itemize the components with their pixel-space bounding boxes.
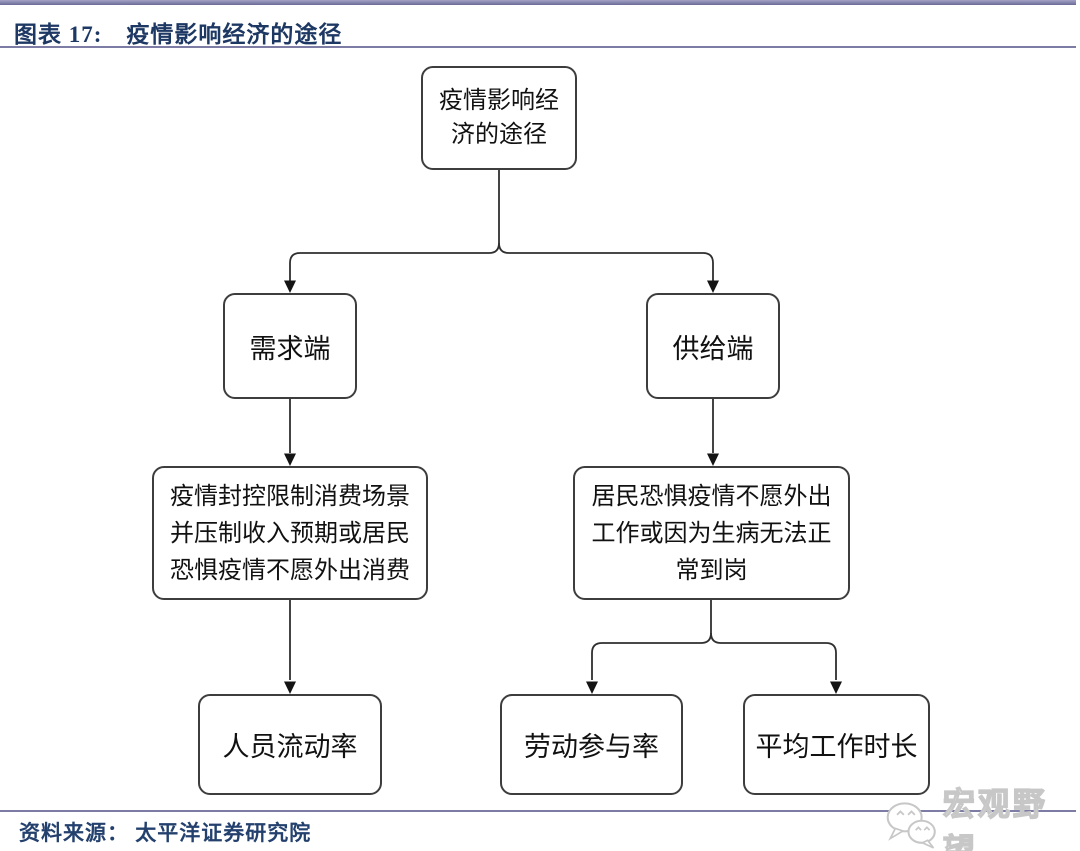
node-label: 疫情封控限制消费场景 并压制收入预期或居民 恐惧疫情不愿外出消费 — [170, 482, 410, 584]
connector-root-demand — [289, 242, 500, 281]
arrowhead — [707, 453, 719, 466]
node-average-working-hours: 平均工作时长 — [743, 694, 930, 795]
footer-divider — [0, 810, 1076, 812]
node-label: 需求端 — [249, 333, 331, 364]
wechat-icon — [886, 802, 936, 849]
node-root: 疫情影响经 济的途径 — [421, 66, 577, 170]
node-label: 供给端 — [672, 333, 754, 364]
connector-root-supply — [498, 242, 714, 281]
node-label: 劳动参与率 — [524, 732, 659, 762]
node-demand-side: 需求端 — [223, 293, 357, 399]
arrowhead — [830, 681, 842, 694]
arrowhead — [284, 681, 296, 694]
node-supply-side: 供给端 — [646, 293, 780, 399]
connector-supply-metric2 — [710, 632, 837, 680]
node-label: 疫情影响经 济的途径 — [439, 87, 559, 148]
arrowhead — [284, 280, 296, 293]
node-label: 居民恐惧疫情不愿外出 工作或因为生病无法正 常到岗 — [591, 482, 832, 584]
node-labor-participation-rate: 劳动参与率 — [500, 694, 683, 795]
arrowhead — [284, 453, 296, 466]
node-label: 人员流动率 — [222, 732, 358, 762]
node-demand-detail: 疫情封控限制消费场景 并压制收入预期或居民 恐惧疫情不愿外出消费 — [152, 466, 428, 600]
node-supply-detail: 居民恐惧疫情不愿外出 工作或因为生病无法正 常到岗 — [573, 466, 850, 600]
watermark-text: 宏观野望 — [942, 785, 1048, 851]
source-note: 资料来源： 太平洋证券研究院 — [19, 821, 312, 845]
connector-supply-metric1 — [591, 632, 712, 680]
figure-title: 图表 17: 疫情影响经济的途径 — [14, 22, 343, 47]
top-accent-bar — [0, 0, 1076, 5]
watermark: 宏观野望 — [886, 779, 1080, 851]
arrowhead — [707, 280, 719, 293]
title-divider — [0, 46, 1076, 48]
node-label: 平均工作时长 — [755, 732, 918, 762]
arrowhead — [586, 681, 598, 694]
node-personnel-mobility-rate: 人员流动率 — [198, 694, 382, 795]
